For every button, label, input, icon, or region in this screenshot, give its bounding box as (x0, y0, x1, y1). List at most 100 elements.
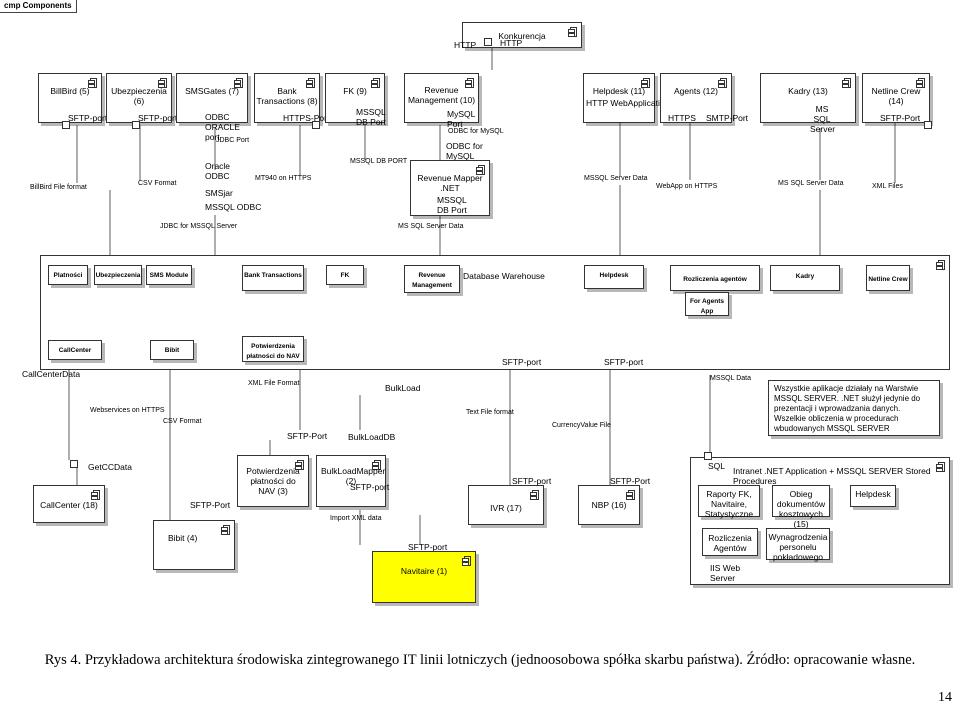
jdbc-port-label: JDBC Port (216, 137, 250, 144)
component-icon (465, 78, 474, 88)
ivr17-title: IVR (17) (490, 503, 522, 513)
netline-sftp-label: SFTP-Port (880, 113, 921, 123)
mssql-odbc-label: MSSQL ODBC (205, 202, 262, 212)
konkurencja-component: Konkurencja (462, 22, 582, 48)
potwierdzenia3-title: Potwierdzenia płatności do NAV (3) (246, 466, 300, 496)
component-icon (88, 78, 97, 88)
dwh-label: Database Warehouse (463, 271, 545, 281)
wynagrodzenia-title: Wynagrodzenia personelu pokładowego (768, 532, 828, 562)
component-icon (91, 490, 100, 500)
component-icon (371, 78, 380, 88)
component-icon (295, 460, 304, 470)
potwierdzenia3-component: Potwierdzenia płatności do NAV (3) (237, 455, 309, 507)
navitaire1-component: Navitaire (1) (372, 551, 476, 603)
billbird-component: BillBird (5) (38, 73, 102, 123)
callcenter-data-label: CallCenterData (22, 369, 81, 379)
bibit-small-component: Bibit (150, 340, 194, 360)
oracle-odbc-label: Oracle ODBC (205, 161, 231, 181)
component-icon (158, 78, 167, 88)
ivr-sftp-label: SFTP-port (512, 476, 552, 486)
obieg-title: Obieg dokumentów kosztowych (15) (776, 489, 826, 529)
smsjar-label: SMSjar (205, 188, 233, 198)
netline14-title: Netline Crew (14) (871, 86, 921, 106)
bibit4-title: Bibit (4) (168, 533, 198, 543)
port-box (132, 121, 140, 129)
diagram-tag: cmp Components (0, 0, 77, 13)
revenue10-title: Revenue Management (10) (407, 85, 476, 105)
http-port-label-2: HTTP (500, 38, 523, 48)
kadry13-component: Kadry (13) (760, 73, 856, 123)
component-icon (641, 78, 650, 88)
callcenter-title: CallCenter (58, 347, 92, 354)
odbc-mysql-port: ODBC for MySQL (446, 141, 483, 161)
sms-module-component: SMS Module (146, 265, 192, 285)
component-icon (306, 78, 315, 88)
wynagrodzenia-component: Wynagrodzenia personelu pokładowego (766, 528, 830, 562)
helpdesk11-component: Helpdesk (11) (583, 73, 655, 123)
component-icon (234, 78, 243, 88)
mssql-server-data-label: MSSQL Server Data (584, 175, 648, 182)
fk-component: FK (326, 265, 364, 285)
bank-transactions-component: Bank Transactions (8) (254, 73, 320, 123)
webapp-https-label: WebApp on HTTPS (656, 183, 718, 190)
bulkloaddb-label: BulkLoadDB (348, 432, 396, 442)
figure-caption: Rys 4. Przykładowa architektura środowis… (44, 652, 916, 668)
port-box (312, 121, 320, 129)
for-agents-title: For Agents App (689, 298, 725, 315)
component-icon (718, 78, 727, 88)
intranet-title: Intranet .NET Application + MSSQL SERVER… (733, 466, 931, 486)
mysql-port-label: MySQL Port (447, 109, 476, 129)
ms-sql-server-data2-label: MS SQL Server Data (398, 223, 464, 230)
nbp-sftp-label: SFTP-Port (610, 476, 651, 486)
platnosci-component: Platności (48, 265, 88, 285)
port-box (62, 121, 70, 129)
netline-component: Netline Crew (866, 265, 910, 291)
getccdata-label: GetCCData (88, 462, 132, 472)
port-box (704, 452, 712, 460)
dwh-sftp-2-label: SFTP-port (604, 357, 644, 367)
obieg-component: Obieg dokumentów kosztowych (15) (772, 485, 830, 529)
http-port-label-1: HTTP (454, 40, 477, 50)
https-port-label: HTTPS-Port (283, 113, 330, 123)
ubezpieczenia6-title: Ubezpieczenia (6) (111, 86, 167, 106)
component-icon (936, 260, 945, 270)
netline14-component: Netline Crew (14) (862, 73, 930, 123)
revenue-mapper-title: Revenue Mapper .NET (417, 173, 483, 193)
csv-format-label-2: CSV Format (163, 418, 202, 425)
rozliczenia-sub-title: Rozliczenia Agentów (708, 533, 752, 553)
architecture-note: Wszystkie aplikacje działały na Warstwie… (768, 380, 940, 436)
helpdesk-title: Helpdesk (599, 272, 629, 279)
odbc-oracle-label: ODBC ORACLE port (205, 112, 240, 142)
raporty-component: Raporty FK, Navitaire, Statystyczne (698, 485, 760, 519)
helpdesk11-title: Helpdesk (11) (592, 86, 646, 96)
helpdesk-component: Helpdesk (584, 265, 644, 289)
mssql-db-port-caption: MSSQL DB PORT (350, 158, 408, 165)
navitaire1-title: Navitaire (1) (400, 566, 448, 576)
platnosci-title: Platności (53, 272, 83, 279)
fk9-component: FK (9) (325, 73, 385, 123)
potwierdzenia-title: Potwierdzenia płatności do NAV (246, 343, 300, 360)
mt940-label: MT940 on HTTPS (255, 175, 312, 182)
konkurencja-title: Konkurencja (498, 31, 546, 41)
page-number: 14 (938, 690, 952, 705)
component-icon (221, 525, 230, 535)
billbird-title: BillBird (5) (50, 86, 90, 96)
iis-label: IIS Web Server (710, 563, 741, 583)
sms-module-title: SMS Module (149, 272, 189, 279)
rozliczenia-component: Rozliczenia agentów (670, 265, 760, 291)
component-icon (626, 490, 635, 500)
smsgates-component: SMSGates (7) (176, 73, 248, 123)
sql-port-label: SQL (708, 461, 726, 471)
ivr17-component: IVR (17) (468, 485, 544, 525)
fk-title: FK (340, 272, 350, 279)
smtp-port-label: SMTP-Port (706, 113, 749, 123)
for-agents-component: For Agents App (685, 292, 729, 316)
component-icon (462, 556, 471, 566)
helpdesk-sub-title: Helpdesk (855, 489, 891, 499)
smsgates-title: SMSGates (7) (185, 86, 239, 96)
fk9-title: FK (9) (343, 86, 367, 96)
bulkload2-component: BulkLoadMapper (2) (316, 455, 386, 507)
odbc-mysql-caption: ODBC for MySQL (448, 128, 504, 135)
callcenter18-title: CallCenter (18) (40, 500, 98, 510)
